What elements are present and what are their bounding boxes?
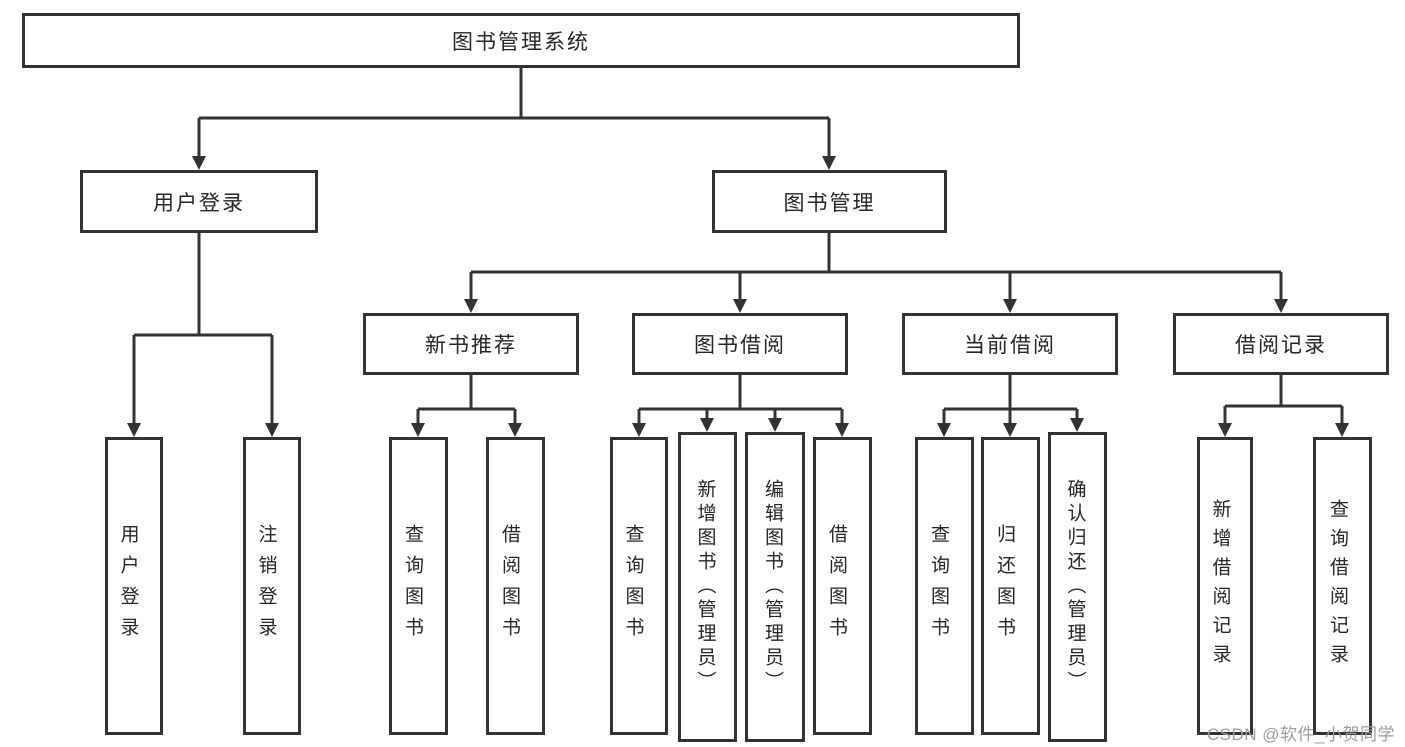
leaf-query-books: 查询图书 (610, 437, 668, 735)
arrow-icon (464, 299, 478, 313)
connector-book-management-to-level3 (469, 233, 1283, 301)
leaf-query-books: 查询图书 (389, 437, 448, 735)
connector-user-login-to-leaves (132, 233, 274, 425)
arrow-icon (733, 299, 747, 313)
leaf-query-borrow-record: 查询借阅记录 (1313, 437, 1372, 735)
arrow-icon (127, 423, 141, 437)
leaf-add-borrow-record: 新增借阅记录 (1197, 437, 1253, 735)
arrow-icon (937, 423, 951, 437)
arrow-icon (1335, 423, 1349, 437)
arrow-icon (192, 156, 206, 170)
arrow-icon (1003, 423, 1017, 437)
leaf-user-login: 用户登录 (105, 437, 163, 735)
arrow-icon (265, 423, 279, 437)
node-new-book-recommend: 新书推荐 (363, 313, 579, 375)
node-borrow-records: 借阅记录 (1173, 313, 1389, 375)
leaf-borrow-books: 借阅图书 (813, 437, 872, 735)
arrow-icon (1218, 423, 1232, 437)
arrow-icon (1070, 418, 1084, 432)
arrowheads (127, 156, 1349, 437)
connector-new-book-to-leaves (416, 375, 517, 425)
leaf-return-book: 归还图书 (981, 437, 1040, 735)
leaf-add-book-admin: 新增图书（管理员） (678, 432, 737, 742)
arrow-icon (1274, 299, 1288, 313)
leaf-edit-book-admin: 编辑图书（管理员） (745, 432, 805, 742)
node-current-borrow: 当前借阅 (902, 313, 1118, 375)
arrow-icon (768, 418, 782, 432)
leaf-query-books: 查询图书 (915, 437, 974, 735)
arrow-icon (508, 423, 522, 437)
node-library-system: 图书管理系统 (22, 13, 1020, 68)
leaf-borrow-books: 借阅图书 (486, 437, 545, 735)
connector-root-to-level2 (197, 68, 831, 158)
arrow-icon (822, 156, 836, 170)
arrow-icon (700, 418, 714, 432)
leaf-logout: 注销登录 (243, 437, 301, 735)
arrow-icon (835, 423, 849, 437)
arrow-icon (632, 423, 646, 437)
connector-current-borrow-to-leaves (942, 375, 1079, 425)
leaf-confirm-return-admin: 确认归还（管理员） (1048, 432, 1107, 742)
node-user-login: 用户登录 (80, 170, 318, 233)
node-book-borrow: 图书借阅 (632, 313, 848, 375)
connector-borrow-records-to-leaves (1223, 375, 1344, 425)
csdn-watermark: CSDN @软件_小贺同学 (1206, 725, 1395, 744)
arrow-icon (1003, 299, 1017, 313)
arrow-icon (411, 423, 425, 437)
connector-book-borrow-to-leaves (637, 375, 844, 425)
node-book-management: 图书管理 (712, 170, 947, 233)
